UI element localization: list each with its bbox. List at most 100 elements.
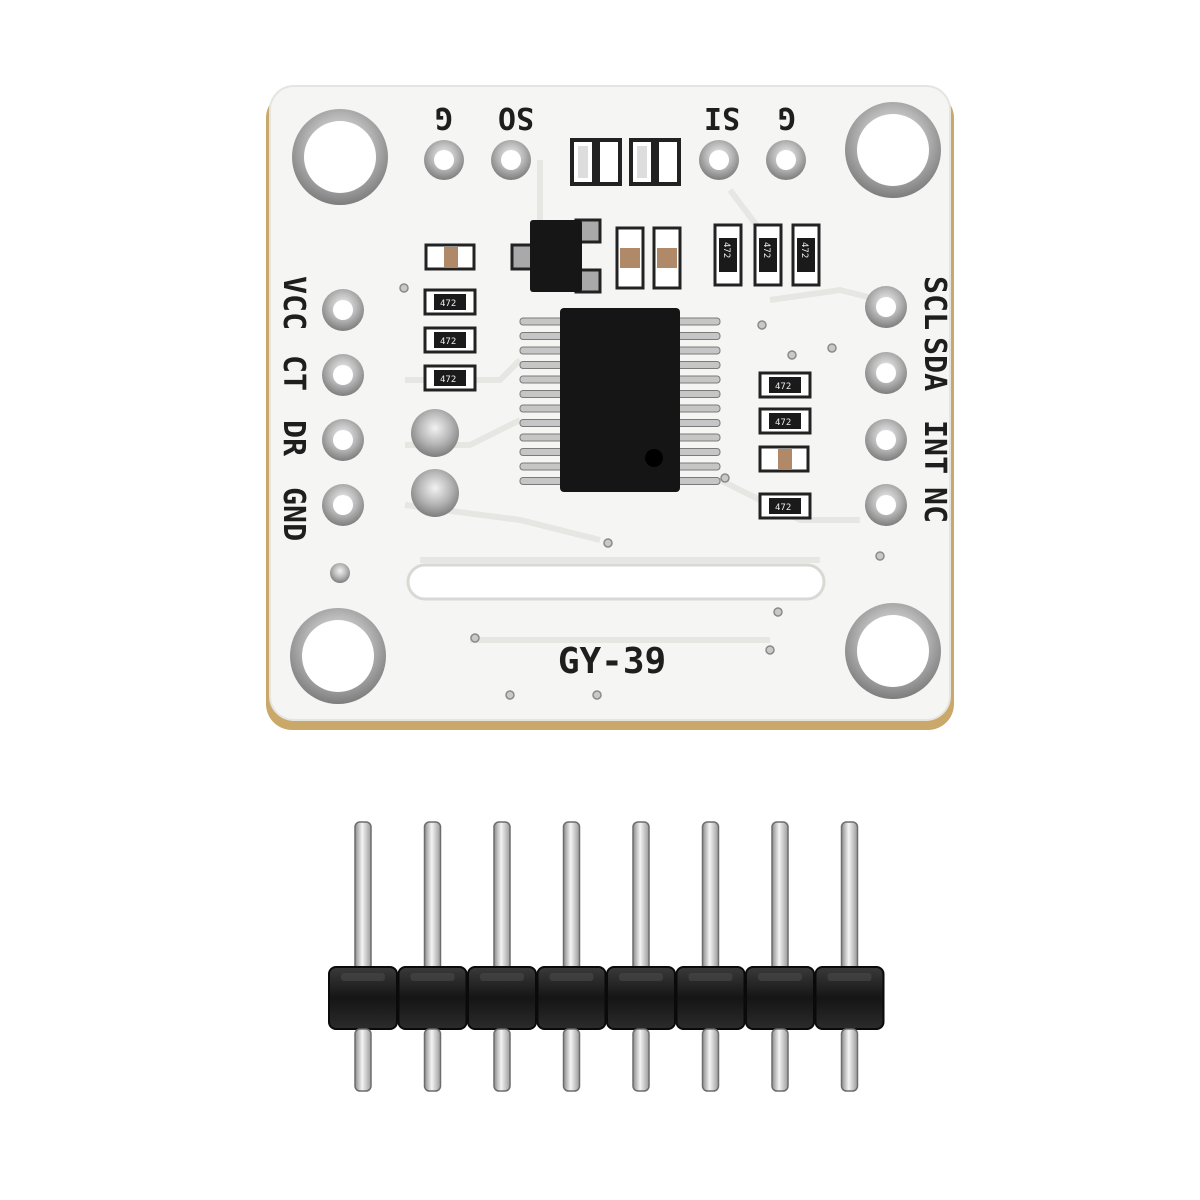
header-block-highlight [480,973,524,981]
pad-left-ct [322,354,364,396]
resistor-right-2: 472 [758,407,812,435]
pad-top-si [699,140,739,180]
header-pin-bottom [840,1028,859,1092]
ic-leads-right [675,317,721,485]
resistor-top-2: 472 [753,223,783,287]
ic-lead [519,448,565,456]
header-block-highlight [410,973,455,981]
ic-lead [675,477,721,485]
header-pin-bottom [493,1028,511,1092]
ic-lead [519,375,565,384]
header-pin-bottom [423,1028,442,1092]
ic-lead [675,390,721,398]
label-right-int: INT [917,420,952,474]
ic-lead [519,477,565,485]
ic-pin1-dot [645,449,663,467]
label-top-si: SI [704,100,740,135]
ic-lead [519,346,565,355]
gy39-sensor-board: G SO SI G VCC CT DR GND S [266,85,954,730]
pad-top-g-right [766,140,806,180]
capacitor-2 [615,226,645,290]
ic-lead [519,317,565,326]
resistor-marking: 472 [761,242,771,258]
ic-lead [519,462,565,471]
label-right-scl: SCL [917,276,952,330]
ic-lead [519,332,565,340]
header-pin-bottom [632,1028,650,1092]
ic-body [560,308,680,492]
pad-right-scl [865,286,907,328]
ic-lead [675,433,721,442]
ic-lead [675,375,721,384]
ic-lead [519,433,565,442]
ic-lead [675,404,721,413]
pad-right-sda [865,352,907,394]
label-top-g-left: G [435,100,453,135]
right-pads [865,286,907,526]
mounting-hole-bottom-left [290,608,386,704]
label-top-g-right: G [778,100,796,135]
capacitor-4 [758,445,810,473]
resistor-top-3: 472 [791,223,821,287]
header-block-highlight [688,973,733,981]
top-smd-parts [570,138,681,186]
resistor-left-3: 472 [423,364,477,392]
pad-top-g-left [424,140,464,180]
header-pin-bottom [562,1028,581,1092]
resistor-top-1: 472 [713,223,743,287]
resistor-marking: 472 [775,418,791,428]
resistor-marking: 472 [440,337,456,347]
ic-lead [519,361,565,369]
board-model-label: GY-39 [558,641,666,682]
header-block-highlight [619,973,663,981]
ic-lead [675,448,721,456]
pad-left-vcc [322,289,364,331]
ic-lead [675,462,721,471]
header-block-highlight [549,973,594,981]
resistor-left-2: 472 [423,326,477,354]
top-labels: G SO SI G [435,100,796,135]
pad-top-so [491,140,531,180]
ic-lead [519,390,565,398]
left-labels: VCC CT DR GND [276,276,311,541]
header-block-highlight [758,973,802,981]
mounting-hole-top-left [292,109,388,205]
header-block-highlight [341,973,385,981]
resistor-right-1: 472 [758,371,812,399]
ic-lead [675,361,721,369]
header-pin-bottom [771,1028,789,1092]
label-left-ct: CT [276,355,311,391]
left-pads [322,289,364,583]
ic-lead [519,419,565,427]
header-plastic [328,966,885,1092]
resistor-marking: 472 [775,503,791,513]
capacitors [424,226,810,473]
label-top-so: SO [498,100,534,135]
capacitor-3 [652,226,682,290]
main-ic-chip [519,308,721,492]
ic-lead [675,332,721,340]
label-left-gnd: GND [276,487,311,541]
pad-right-nc [865,484,907,526]
pad-left-dr [322,419,364,461]
label-left-vcc: VCC [276,276,311,330]
resistor-marking: 472 [775,382,791,392]
ic-lead [675,346,721,355]
header-pin-bottom [354,1028,372,1092]
test-pads [411,409,459,517]
resistor-marking: 472 [440,299,456,309]
pad-left-gnd [322,484,364,526]
resistor-right-3: 472 [758,492,812,520]
voltage-regulator [510,218,602,294]
header-block-highlight [827,973,872,981]
label-left-dr: DR [276,420,311,457]
board-slot [406,563,826,601]
ic-lead [519,404,565,413]
mounting-hole-bottom-right [845,603,941,699]
pin-header-8pin [328,821,885,1092]
via-left [330,563,350,583]
resistor-marking: 472 [440,375,456,385]
resistor-left-1: 472 [423,288,477,316]
ic-lead [675,419,721,427]
